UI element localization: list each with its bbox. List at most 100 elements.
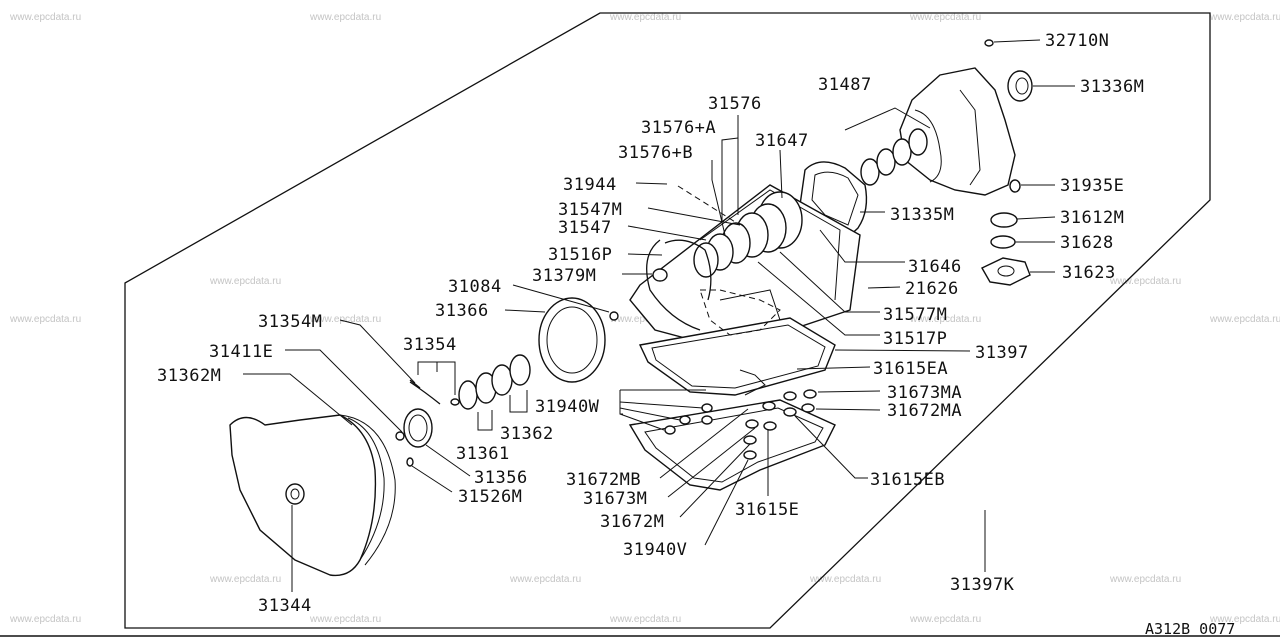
- seal-ring: [892, 138, 912, 166]
- watermark: www.epcdata.ru: [1209, 314, 1280, 325]
- gasket-inner: [811, 171, 859, 226]
- leader: [1016, 216, 1056, 220]
- leader: [779, 251, 880, 313]
- leader-dashed: [677, 185, 741, 226]
- part-label-32710n: 32710N: [1045, 31, 1109, 51]
- leader: [627, 253, 663, 256]
- watermark: www.epcdata.ru: [809, 574, 881, 585]
- seal-ring: [860, 158, 880, 186]
- part-label-31940v: 31940V: [623, 540, 687, 560]
- watermark: www.epcdata.ru: [209, 276, 281, 287]
- part-label-31335m: 31335M: [890, 205, 954, 225]
- part-label-31673ma: 31673MA: [887, 383, 962, 403]
- diagram-code: A312B 0077: [1145, 620, 1235, 638]
- part-label-31547: 31547: [558, 218, 612, 238]
- converter-housing-rim: [339, 414, 396, 566]
- part-label-31673m: 31673M: [583, 489, 647, 509]
- watermark: www.epcdata.ru: [1209, 614, 1280, 625]
- part-label-31940w: 31940W: [535, 397, 600, 417]
- leader: [679, 443, 751, 518]
- leader: [711, 160, 726, 236]
- part-label-21626: 21626: [905, 279, 959, 299]
- seal-ring-31516p: [646, 239, 701, 331]
- part-label-31615e: 31615E: [735, 500, 799, 520]
- part-labels: 32710N 31336M 31487 31576 31576+A 31647 …: [157, 31, 1144, 616]
- oil-pan-hidden: [699, 289, 781, 336]
- leader: [817, 390, 881, 393]
- part-label-31084: 31084: [448, 277, 502, 297]
- o-ring: [783, 391, 797, 401]
- leader-lines: [243, 39, 1075, 592]
- leader: [796, 366, 871, 370]
- watermark: www.epcdata.ru: [209, 574, 281, 585]
- part-label-31366: 31366: [435, 301, 489, 321]
- converter-housing-rim: [347, 417, 385, 561]
- seal-ring-31362: [509, 354, 531, 386]
- oil-seal-31344-inner: [290, 488, 300, 500]
- part-label-31615eb: 31615EB: [870, 470, 945, 490]
- watermark: www.epcdata.ru: [1109, 574, 1181, 585]
- part-label-31577m: 31577M: [883, 305, 947, 325]
- leader: [504, 309, 546, 313]
- seal-ring: [876, 148, 896, 176]
- leader: [704, 459, 749, 546]
- leader: [993, 39, 1041, 43]
- watermark: www.epcdata.ru: [309, 614, 381, 625]
- watermark: www.epcdata.ru: [9, 314, 81, 325]
- o-ring: [743, 450, 757, 460]
- o-ring-31612m: [990, 212, 1018, 228]
- leader: [619, 401, 704, 409]
- watermark: www.epcdata.ru: [609, 12, 681, 23]
- leader: [512, 284, 610, 313]
- housing-detail: [914, 109, 942, 183]
- seal-ring-31361: [458, 380, 478, 410]
- o-ring: [801, 403, 815, 413]
- o-ring: [783, 407, 797, 417]
- part-label-31397k: 31397K: [950, 575, 1015, 595]
- part-drawings: [229, 39, 1033, 577]
- gasket-ring-31366: [538, 297, 606, 383]
- watermark: www.epcdata.ru: [1209, 12, 1280, 23]
- watermark: www.epcdata.ru: [309, 314, 381, 325]
- leader: [411, 465, 453, 493]
- leader: [619, 413, 665, 431]
- watermark: www.epcdata.ru: [609, 314, 681, 325]
- part-label-31336m: 31336M: [1080, 77, 1144, 97]
- leader: [243, 373, 353, 426]
- watermark: www.epcdata.ru: [1109, 276, 1181, 287]
- rear-extension-housing: [899, 67, 1016, 196]
- part-label-31576-a: 31576+A: [641, 118, 716, 138]
- leader: [721, 137, 739, 222]
- part-label-31935e: 31935E: [1060, 176, 1124, 196]
- part-label-31672mb: 31672MB: [566, 470, 641, 490]
- leader: [834, 349, 971, 352]
- leader: [635, 182, 668, 185]
- leader: [619, 407, 681, 421]
- watermark: www.epcdata.ru: [309, 12, 381, 23]
- part-label-31487: 31487: [818, 75, 872, 95]
- seal-ring-31516p: [664, 239, 712, 301]
- part-label-31411e: 31411E: [209, 342, 273, 362]
- part-label-31672m: 31672M: [600, 512, 664, 532]
- o-ring: [701, 415, 713, 425]
- part-label-31362m: 31362M: [157, 366, 221, 386]
- clip-31354: [450, 398, 460, 406]
- seal-31356-inner: [408, 414, 428, 442]
- gasket-31623: [981, 257, 1031, 286]
- snap-ring-31354m: [409, 381, 441, 405]
- watermark: www.epcdata.ru: [9, 614, 81, 625]
- leader: [425, 444, 471, 477]
- leader: [339, 319, 416, 384]
- part-label-31576: 31576: [708, 94, 762, 114]
- o-ring: [803, 389, 817, 399]
- kit-boundary-outline: [124, 12, 1211, 629]
- part-label-31547m: 31547M: [558, 200, 622, 220]
- leader: [815, 408, 881, 411]
- part-label-31362: 31362: [500, 424, 554, 444]
- gasket-ring-inner: [546, 306, 598, 374]
- watermark: www.epcdata.ru: [909, 614, 981, 625]
- o-ring: [701, 403, 713, 413]
- o-ring-31526m: [406, 457, 414, 467]
- watermark: www.epcdata.ru: [9, 12, 81, 23]
